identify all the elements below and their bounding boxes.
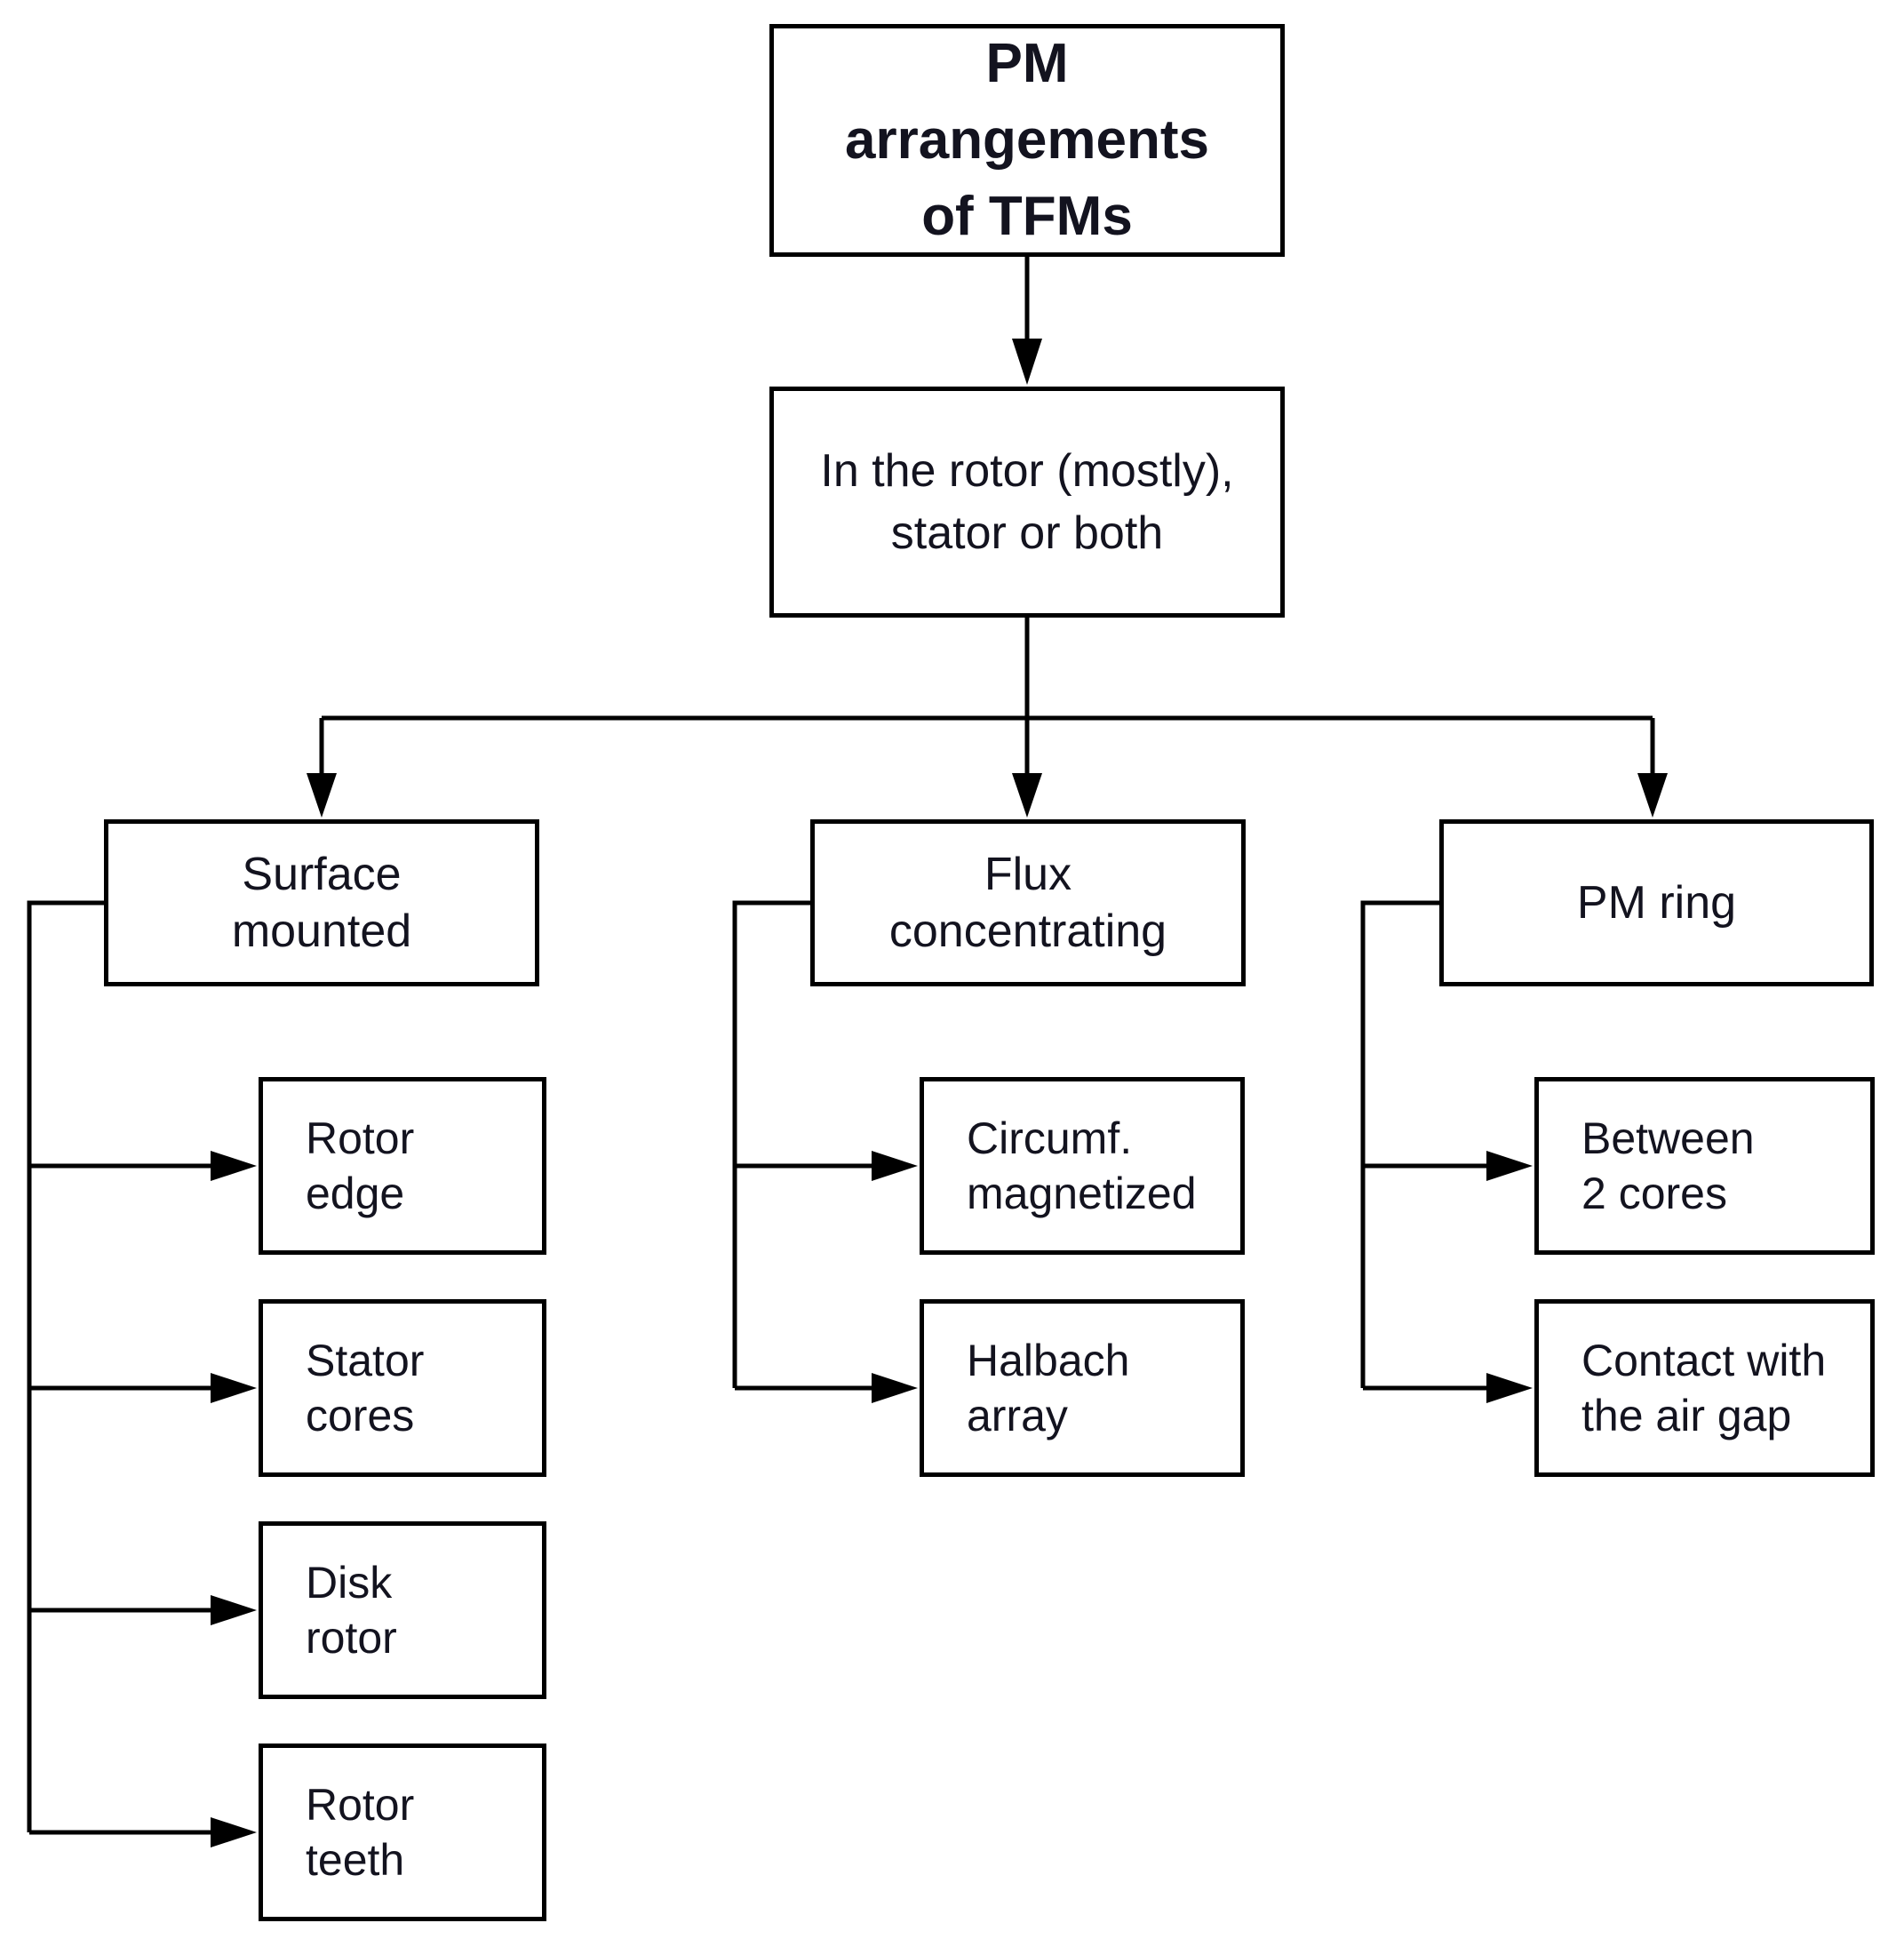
node-root-label: PM arrangements of TFMs — [844, 33, 1210, 247]
arrowhead-down-icon — [1012, 339, 1042, 385]
node-contact-air-gap-label: Contact with the air gap — [1581, 1336, 1827, 1440]
node-rotor-teeth-label: Rotor teeth — [306, 1780, 415, 1885]
node-rotor-edge: Rotor edge — [259, 1077, 546, 1255]
node-halbach-array: Halbach array — [920, 1299, 1245, 1477]
node-placement-label: In the rotor (mostly), stator or both — [820, 445, 1234, 559]
node-halbach-array-label: Halbach array — [967, 1336, 1130, 1440]
arrowhead-right-icon — [211, 1817, 257, 1847]
node-rotor-teeth: Rotor teeth — [259, 1744, 546, 1921]
node-pm-ring-label: PM ring — [1576, 877, 1737, 929]
trunk-left — [27, 900, 104, 1832]
node-surface-mounted: Surface mounted — [104, 819, 539, 986]
node-surface-mounted-label: Surface mounted — [231, 849, 412, 957]
node-between-2-cores: Between 2 cores — [1534, 1077, 1875, 1255]
node-flux-concentrating: Flux concentrating — [810, 819, 1246, 986]
node-disk-rotor: Disk rotor — [259, 1521, 546, 1699]
arrowhead-right-icon — [211, 1595, 257, 1625]
node-flux-concentrating-label: Flux concentrating — [888, 849, 1167, 957]
arrowhead-right-icon — [211, 1373, 257, 1403]
node-circumf-magnetized-label: Circumf. magnetized — [967, 1113, 1197, 1218]
arrowhead-right-icon — [1486, 1151, 1533, 1181]
node-pm-ring: PM ring — [1439, 819, 1874, 986]
trunk-middle — [732, 900, 810, 1388]
arrowhead-down-icon — [1637, 773, 1668, 818]
arrowhead-right-icon — [1486, 1373, 1533, 1403]
node-between-2-cores-label: Between 2 cores — [1581, 1113, 1755, 1218]
arrowhead-right-icon — [872, 1373, 918, 1403]
arrowhead-down-icon — [307, 773, 337, 818]
node-contact-air-gap: Contact with the air gap — [1534, 1299, 1875, 1477]
node-disk-rotor-label: Disk rotor — [306, 1558, 397, 1663]
node-rotor-edge-label: Rotor edge — [306, 1113, 415, 1218]
arrowhead-down-icon — [1012, 773, 1042, 818]
arrowhead-right-icon — [872, 1151, 918, 1181]
node-circumf-magnetized: Circumf. magnetized — [920, 1077, 1245, 1255]
node-root: PM arrangements of TFMs — [769, 24, 1285, 257]
node-stator-cores: Stator cores — [259, 1299, 546, 1477]
node-stator-cores-label: Stator cores — [306, 1336, 425, 1440]
arrowhead-right-icon — [211, 1151, 257, 1181]
node-placement: In the rotor (mostly), stator or both — [769, 387, 1285, 618]
trunk-right — [1360, 900, 1439, 1388]
